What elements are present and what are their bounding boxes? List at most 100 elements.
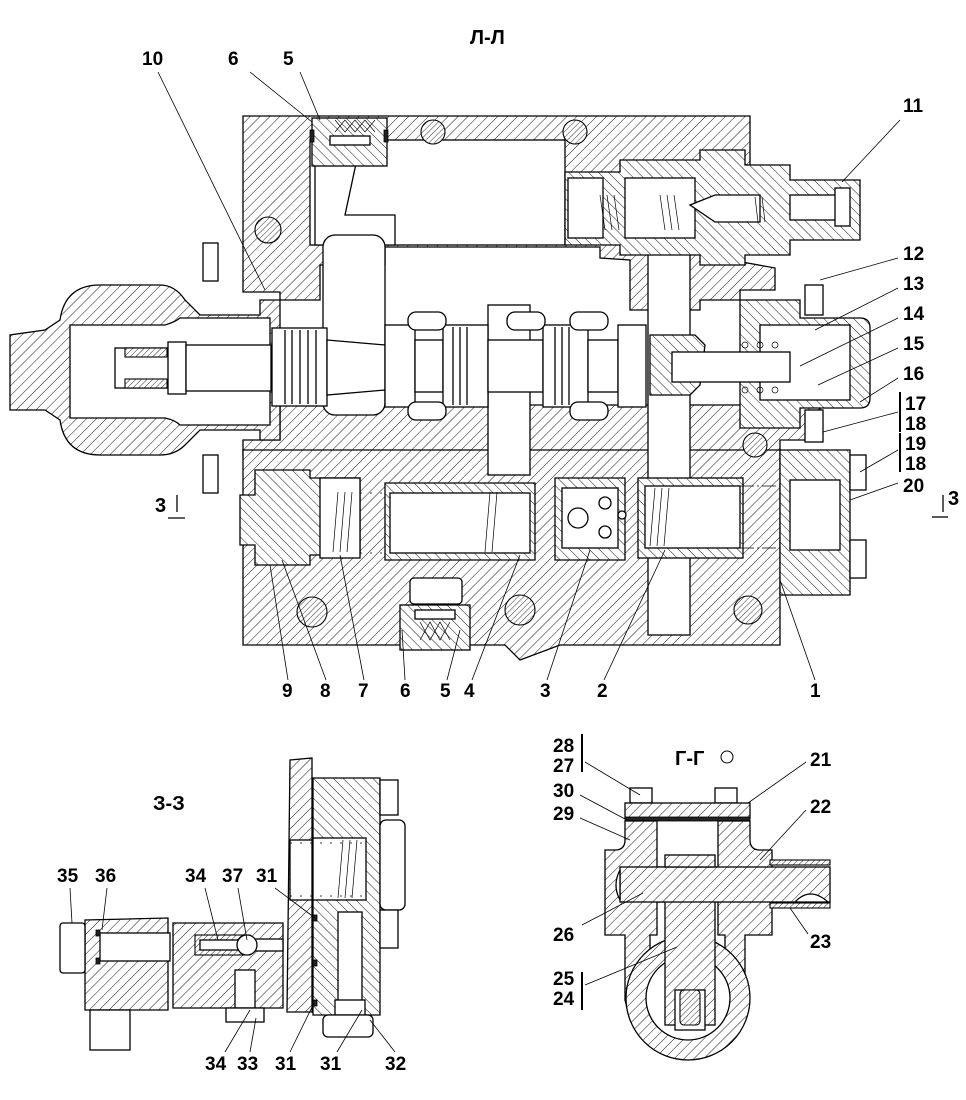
callout-4: 4 — [464, 681, 475, 702]
right-end-cap-bore — [789, 479, 841, 551]
shaft-cutout — [793, 893, 830, 903]
callout-29: 29 — [553, 804, 574, 825]
spool-end-groove — [124, 378, 168, 389]
callout-12: 12 — [903, 244, 924, 265]
circle-outline-icon — [720, 750, 734, 764]
section-g-g-callouts: 28 27 30 29 26 25 24 21 22 23 — [553, 734, 832, 1010]
callout-35: 35 — [57, 866, 79, 887]
cover-bolt — [629, 787, 653, 804]
callout-5: 5 — [283, 49, 294, 70]
callout-28: 28 — [553, 736, 574, 757]
dowel-pin — [733, 595, 763, 625]
hex-bolt — [202, 454, 219, 494]
callout-33: 33 — [237, 1054, 258, 1075]
callout-24: 24 — [553, 989, 575, 1010]
dowel-pin — [504, 594, 536, 626]
check-plug-head — [225, 1007, 265, 1023]
hex-bolt — [379, 779, 399, 816]
right-spring-bore — [644, 485, 741, 549]
side-cover — [379, 819, 406, 911]
main-section-view: Л-Л — [9, 27, 959, 661]
callout-34a: 34 — [185, 866, 207, 887]
shaft-sleeve — [769, 902, 831, 909]
callout-27: 27 — [553, 756, 574, 777]
section-g-g-view: Г-Г — [604, 748, 831, 1061]
callout-11: 11 — [903, 96, 924, 117]
seal-ring — [312, 959, 318, 967]
hex-bolt — [849, 454, 867, 491]
port-hole — [567, 507, 589, 529]
cut-marker-right: 3 — [948, 488, 959, 510]
port-hole — [598, 525, 612, 539]
fitting-nut — [89, 1009, 131, 1051]
callout-9: 9 — [282, 681, 293, 702]
seal-ring — [312, 999, 318, 1007]
lever-pin — [679, 989, 701, 1026]
seal-ring — [309, 129, 315, 143]
main-spool — [271, 311, 647, 421]
callout-14: 14 — [903, 304, 925, 325]
dowel-pin — [420, 119, 446, 145]
spring-sleeve-bore — [389, 492, 531, 554]
cover-bolt — [714, 787, 738, 804]
callout-37: 37 — [222, 866, 243, 887]
hex-bolt — [849, 539, 867, 579]
section-title: Л-Л — [470, 27, 505, 49]
main-callouts: 10 6 5 11 12 13 14 15 16 17 18 19 18 20 … — [142, 49, 926, 702]
check-valve-bore — [199, 939, 241, 951]
check-ball — [236, 934, 258, 956]
plug-35 — [59, 922, 86, 974]
callout-32: 32 — [385, 1054, 406, 1075]
cut-marker-left: 3 — [155, 495, 166, 517]
cover-plate — [624, 802, 751, 819]
callout-6: 6 — [228, 49, 239, 70]
callout-2: 2 — [597, 681, 608, 702]
callout-25: 25 — [553, 969, 575, 990]
callout-13: 13 — [903, 274, 924, 295]
seal-ring — [383, 129, 389, 143]
callout-19: 19 — [905, 434, 926, 455]
port-hole — [598, 496, 612, 510]
dowel-pin — [562, 119, 588, 145]
callout-5b: 5 — [440, 681, 451, 702]
plug-neck — [409, 577, 463, 605]
shaft-end — [615, 869, 621, 901]
seal-ring — [95, 957, 101, 965]
callout-1: 1 — [810, 681, 821, 702]
callout-3: 3 — [540, 681, 551, 702]
callout-16: 16 — [903, 364, 924, 385]
relief-spring — [599, 194, 766, 231]
hex-bolt — [804, 284, 824, 316]
spool-end-groove — [124, 347, 168, 358]
channel-right — [647, 244, 691, 636]
spring-seat — [319, 477, 361, 559]
callout-31c: 31 — [320, 1054, 342, 1075]
lower-spring-left — [332, 491, 498, 554]
section-3-3-spring — [290, 839, 365, 899]
callout-18b: 18 — [905, 454, 926, 475]
dowel-pin — [742, 432, 768, 458]
spring-block-bore — [312, 837, 367, 901]
callout-30: 30 — [553, 781, 574, 802]
adjacent-body-bore — [289, 839, 313, 901]
callout-22: 22 — [810, 797, 831, 818]
plug-slot — [329, 135, 371, 146]
callout-6b: 6 — [400, 681, 411, 702]
plug-slot — [414, 609, 456, 620]
spool-collar — [167, 341, 187, 395]
check-plug — [234, 969, 256, 1009]
dowel-pin — [296, 596, 328, 628]
spring-guide-rod — [671, 351, 791, 383]
fitting-bore — [99, 932, 171, 962]
hex-bolt — [379, 909, 399, 949]
callout-10: 10 — [142, 49, 163, 70]
callout-15: 15 — [903, 334, 925, 355]
hex-bolt — [202, 242, 219, 282]
plug-32 — [322, 1014, 374, 1038]
callout-26: 26 — [553, 925, 574, 946]
port-hole — [617, 510, 627, 520]
hex-bolt — [804, 409, 824, 443]
callout-21: 21 — [810, 750, 832, 771]
dowel-pin — [254, 216, 282, 244]
spring-plunger — [337, 911, 363, 1003]
